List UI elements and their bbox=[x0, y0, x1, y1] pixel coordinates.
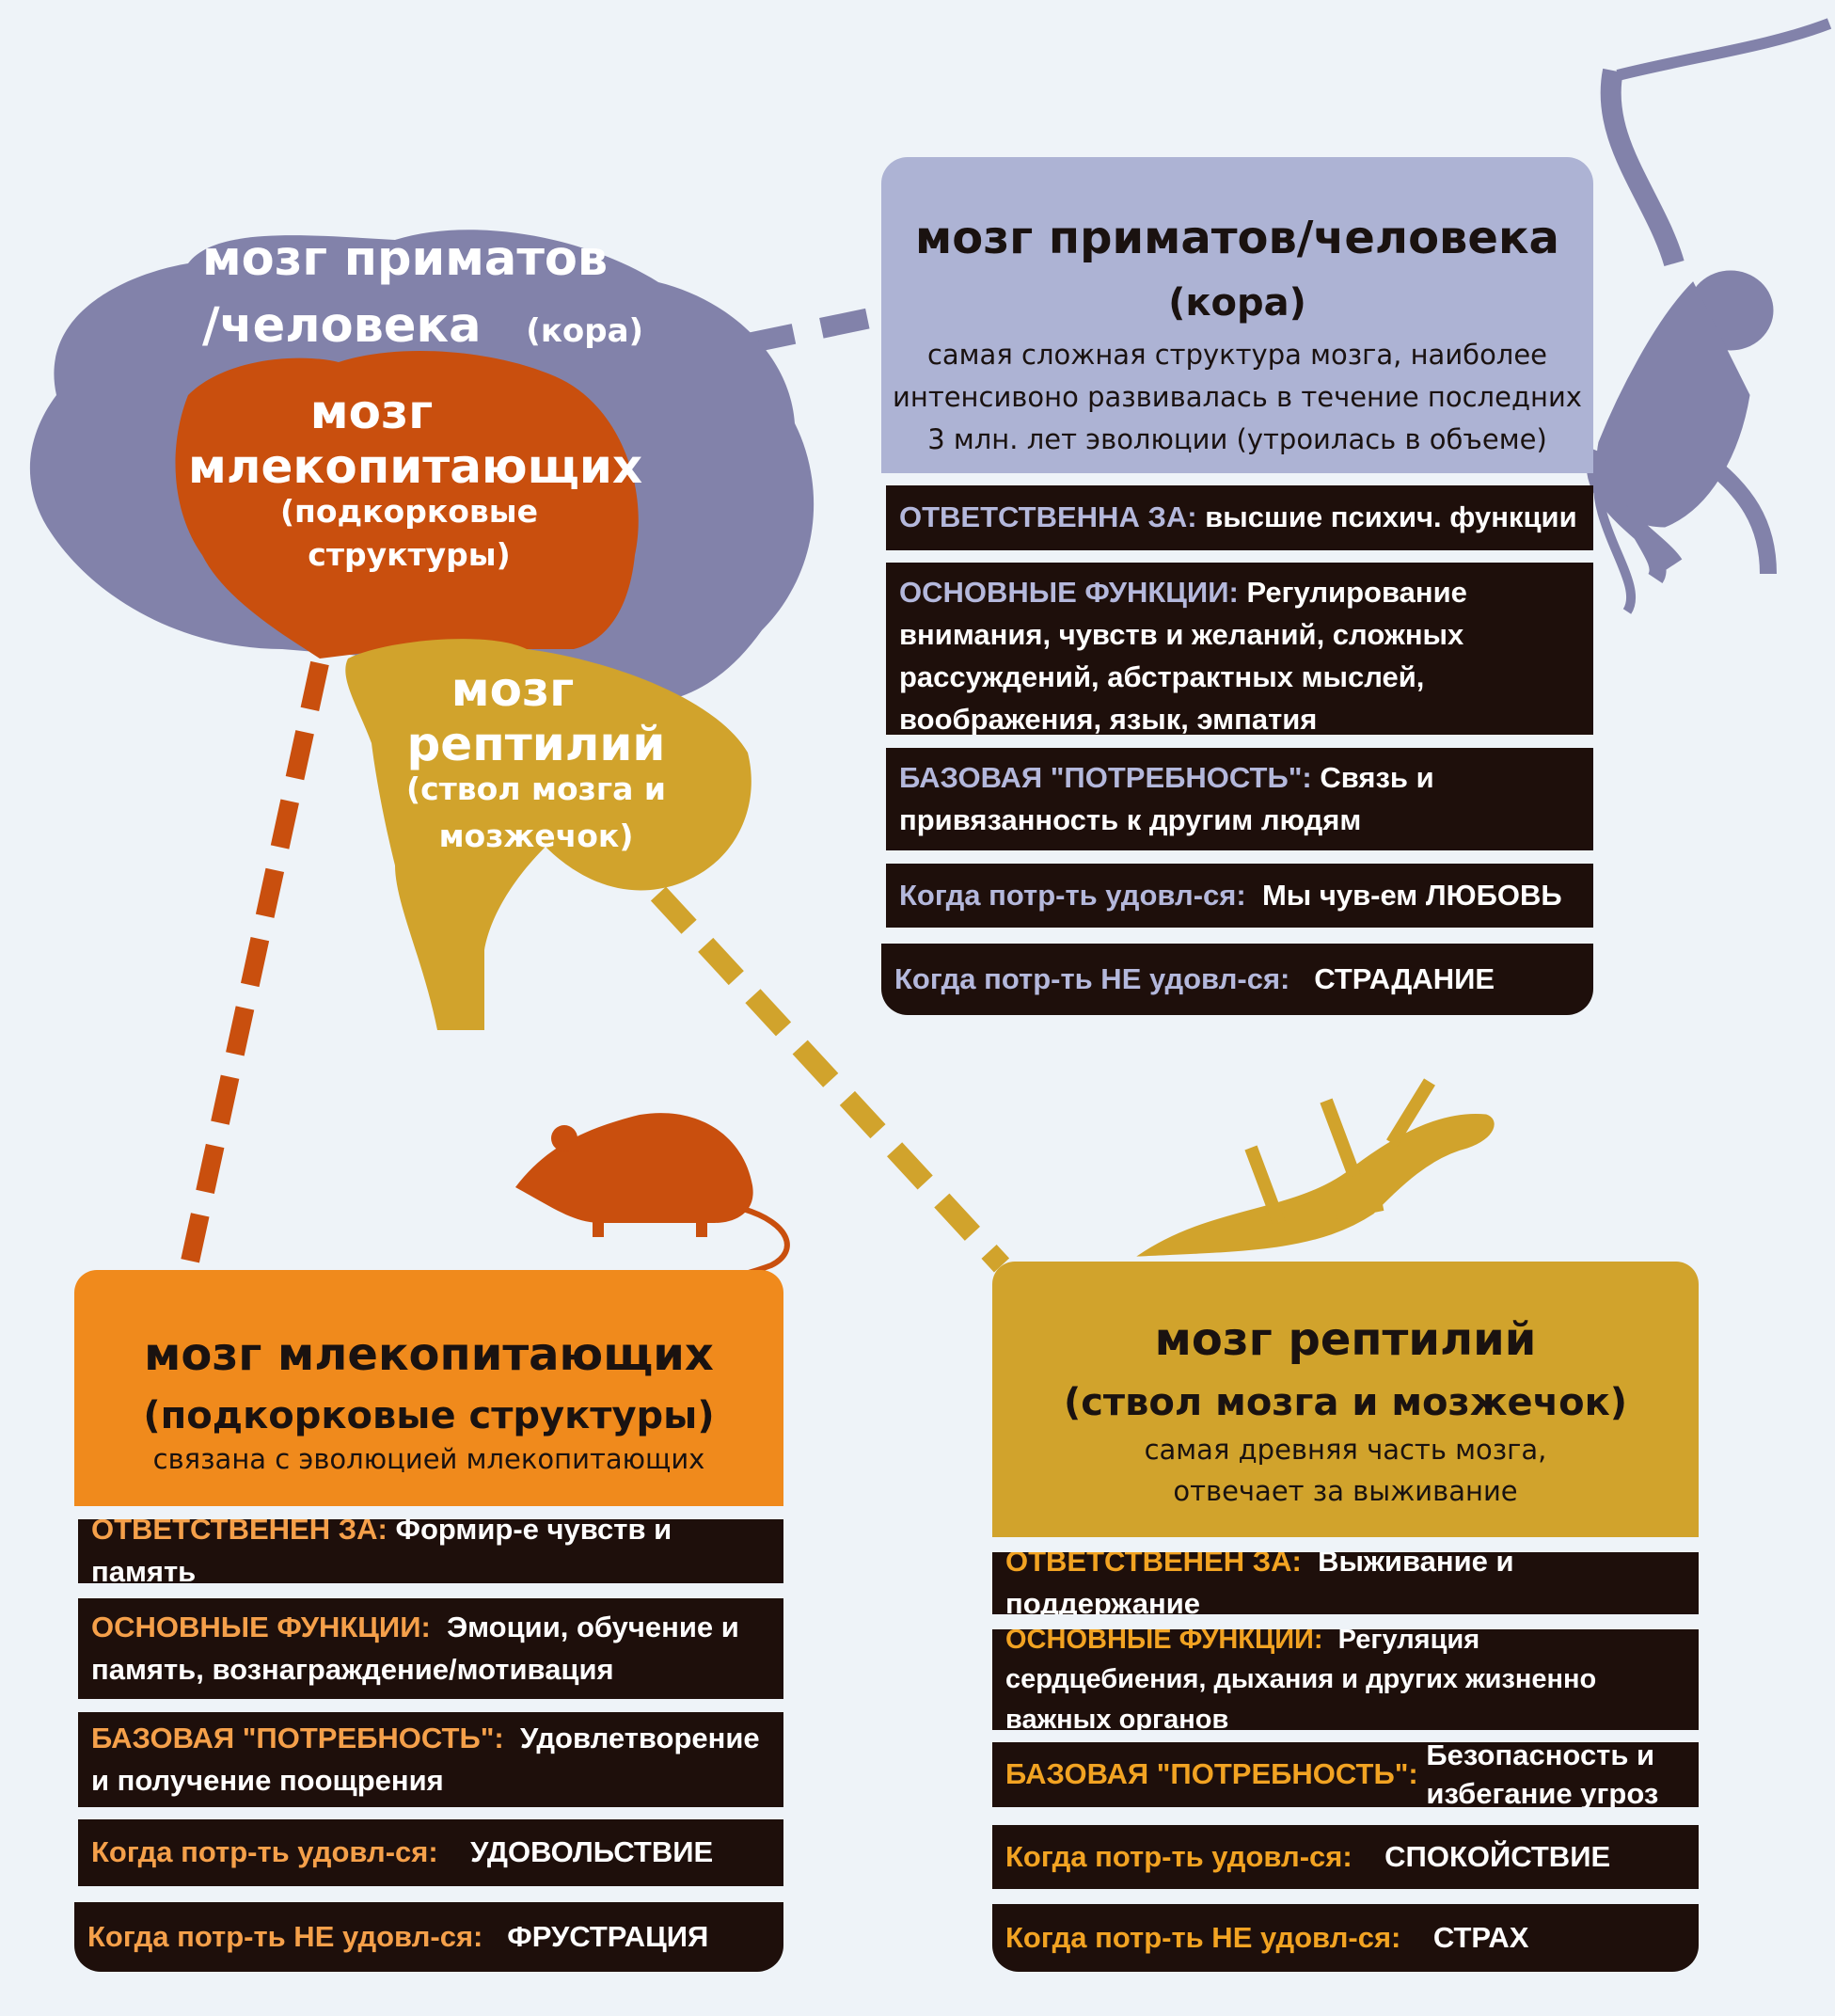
mammal-row-functions: ОСНОВНЫЕ ФУНКЦИИ: Эмоции, обучение и пам… bbox=[78, 1598, 783, 1699]
reptile-connector bbox=[650, 886, 1010, 1273]
brain-label-mammal: мозг млекопитающих (подкорковые структур… bbox=[188, 385, 643, 573]
mammal-row-unsatisfied: Когда потр-ть НЕ удовл-ся: ФРУСТРАЦИЯ bbox=[74, 1902, 783, 1972]
primate-subtitle: (кора) bbox=[1168, 281, 1306, 325]
reptile-row-functions: ОСНОВНЫЕ ФУНКЦИИ: Регуляция сердцебиения… bbox=[992, 1629, 1699, 1730]
primate-row-functions: ОСНОВНЫЕ ФУНКЦИИ: Регулирование внимания… bbox=[886, 563, 1593, 735]
primate-row-satisfied: Когда потр-ть удовл-ся: Мы чув-ем ЛЮБОВЬ bbox=[886, 864, 1593, 928]
primate-connector bbox=[745, 305, 887, 354]
lizard-icon bbox=[1136, 1078, 1495, 1257]
reptile-row-need: БАЗОВАЯ "ПОТРЕБНОСТЬ": Безопасность и из… bbox=[992, 1742, 1699, 1807]
mammal-subtitle: (подкорковые структуры) bbox=[143, 1394, 715, 1437]
primate-header: мозг приматов/человека (кора) самая слож… bbox=[881, 157, 1593, 473]
mammal-brain-shape bbox=[175, 351, 639, 659]
brain-label-primate: мозг приматов /человека (кора) bbox=[202, 231, 644, 355]
primate-title: мозг приматов/человека bbox=[915, 212, 1559, 264]
primate-row-responsible: ОТВЕТСТВЕННА ЗА: высшие психич. функции bbox=[886, 485, 1593, 550]
primate-row-need: БАЗОВАЯ "ПОТРЕБНОСТЬ": Связь и привязанн… bbox=[886, 748, 1593, 850]
mammal-connector bbox=[179, 660, 329, 1273]
mammal-row-responsible: ОТВЕТСТВЕНЕН ЗА: Формир-е чувств и памят… bbox=[78, 1519, 783, 1583]
reptile-description: самая древняя часть мозга, отвечает за в… bbox=[1144, 1434, 1547, 1507]
reptile-header: мозг рептилий (ствол мозга и мозжечок) с… bbox=[992, 1262, 1699, 1537]
mammal-header: мозг млекопитающих (подкорковые структур… bbox=[74, 1270, 783, 1506]
reptile-row-responsible: ОТВЕТСТВЕНЕН ЗА: Выживание и поддержание bbox=[992, 1552, 1699, 1614]
reptile-title: мозг рептилий bbox=[1154, 1313, 1537, 1366]
mammal-row-need: БАЗОВАЯ "ПОТРЕБНОСТЬ": Удовлетворение и … bbox=[78, 1712, 783, 1807]
monkey-icon bbox=[1587, 18, 1832, 614]
reptile-subtitle: (ствол мозга и мозжечок) bbox=[1063, 1381, 1628, 1424]
primate-row-unsatisfied: Когда потр-ть НЕ удовл-ся: СТРАДАНИЕ bbox=[881, 944, 1593, 1015]
mammal-title: мозг млекопитающих bbox=[144, 1328, 714, 1381]
mammal-row-satisfied: Когда потр-ть удовл-ся: УДОВОЛЬСТВИЕ bbox=[78, 1819, 783, 1886]
mammal-description: связана с эволюцией млекопитающих bbox=[152, 1443, 705, 1475]
primate-description: самая сложная структура мозга, наиболее … bbox=[893, 339, 1582, 455]
brain-label-reptile: мозг рептилий (ствол мозга и мозжечок) bbox=[406, 662, 666, 854]
reptile-row-unsatisfied: Когда потр-ть НЕ удовл-ся: СТРАХ bbox=[992, 1904, 1699, 1972]
reptile-row-satisfied: Когда потр-ть удовл-ся: СПОКОЙСТВИЕ bbox=[992, 1825, 1699, 1889]
reptile-brain-shape bbox=[345, 639, 751, 1030]
